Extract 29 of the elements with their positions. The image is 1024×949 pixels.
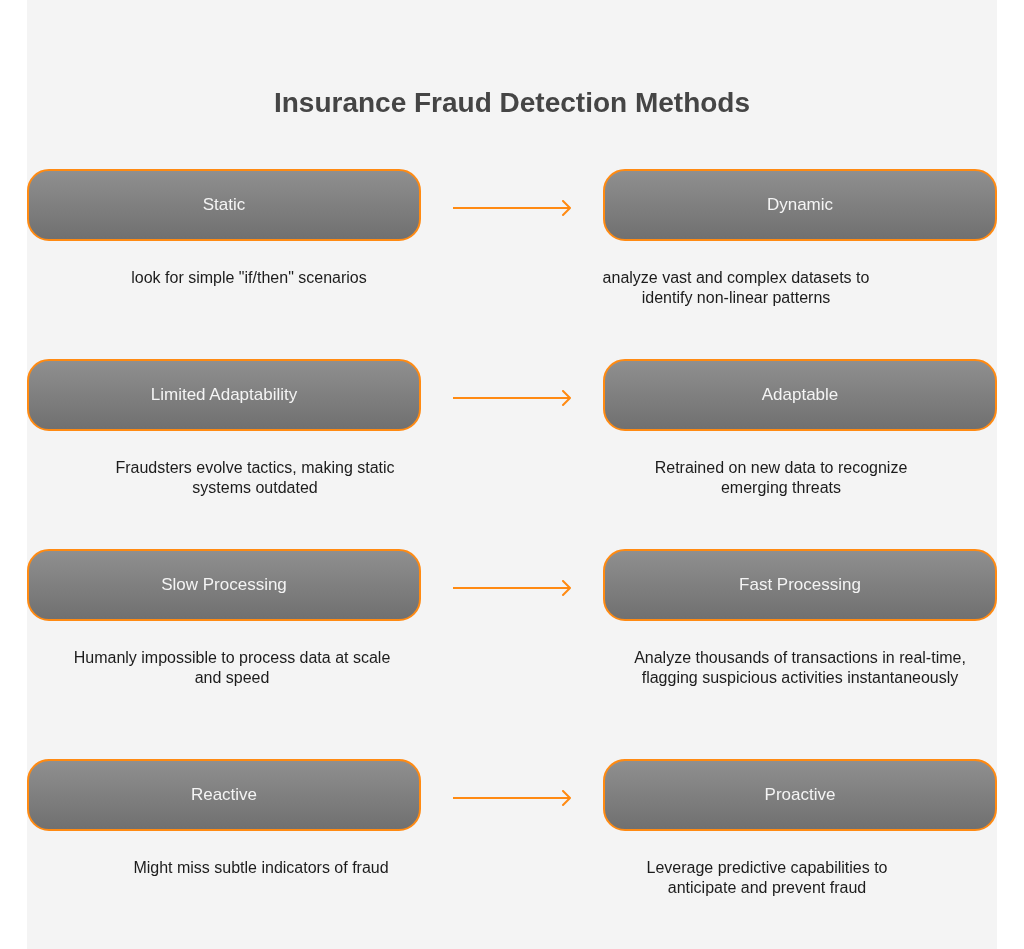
- description-text: Humanly impossible to process data at scale and speed: [72, 648, 392, 688]
- method-box: [27, 169, 421, 241]
- box-label: Proactive: [764, 784, 836, 806]
- description-text: Fraudsters evolve tactics, making static systems outdated: [114, 458, 396, 498]
- arrow: [452, 790, 571, 806]
- description-text: Leverage predictive capabilities to anticipate and prevent fraud: [645, 858, 889, 898]
- box-label: Reactive: [190, 784, 258, 806]
- arrow: [452, 390, 571, 406]
- method-box: [27, 359, 421, 431]
- box-label: Adaptable: [761, 384, 839, 406]
- box-label: Dynamic: [766, 194, 834, 216]
- method-box: [603, 359, 997, 431]
- arrow: [452, 200, 571, 216]
- method-box: [603, 759, 997, 831]
- method-box: [603, 549, 997, 621]
- description-text: Might miss subtle indicators of fraud: [132, 858, 390, 878]
- arrow: [452, 580, 571, 596]
- description-text: Retrained on new data to recognize emerging threats: [653, 458, 909, 498]
- description-text: Analyze thousands of transactions in real-time, flagging suspicious activities instantaneously: [633, 648, 967, 688]
- description-text: analyze vast and complex datasets to identify non-linear patterns: [601, 268, 871, 308]
- method-box: [27, 759, 421, 831]
- box-label: Limited Adaptability: [150, 384, 298, 406]
- box-label: Fast Processing: [739, 574, 861, 596]
- method-box: [603, 169, 997, 241]
- title: Insurance Fraud Detection Methods: [272, 86, 752, 120]
- box-label: Static: [202, 194, 246, 216]
- box-label: Slow Processing: [161, 574, 287, 596]
- method-box: [27, 549, 421, 621]
- description-text: look for simple "if/then" scenarios: [130, 268, 368, 288]
